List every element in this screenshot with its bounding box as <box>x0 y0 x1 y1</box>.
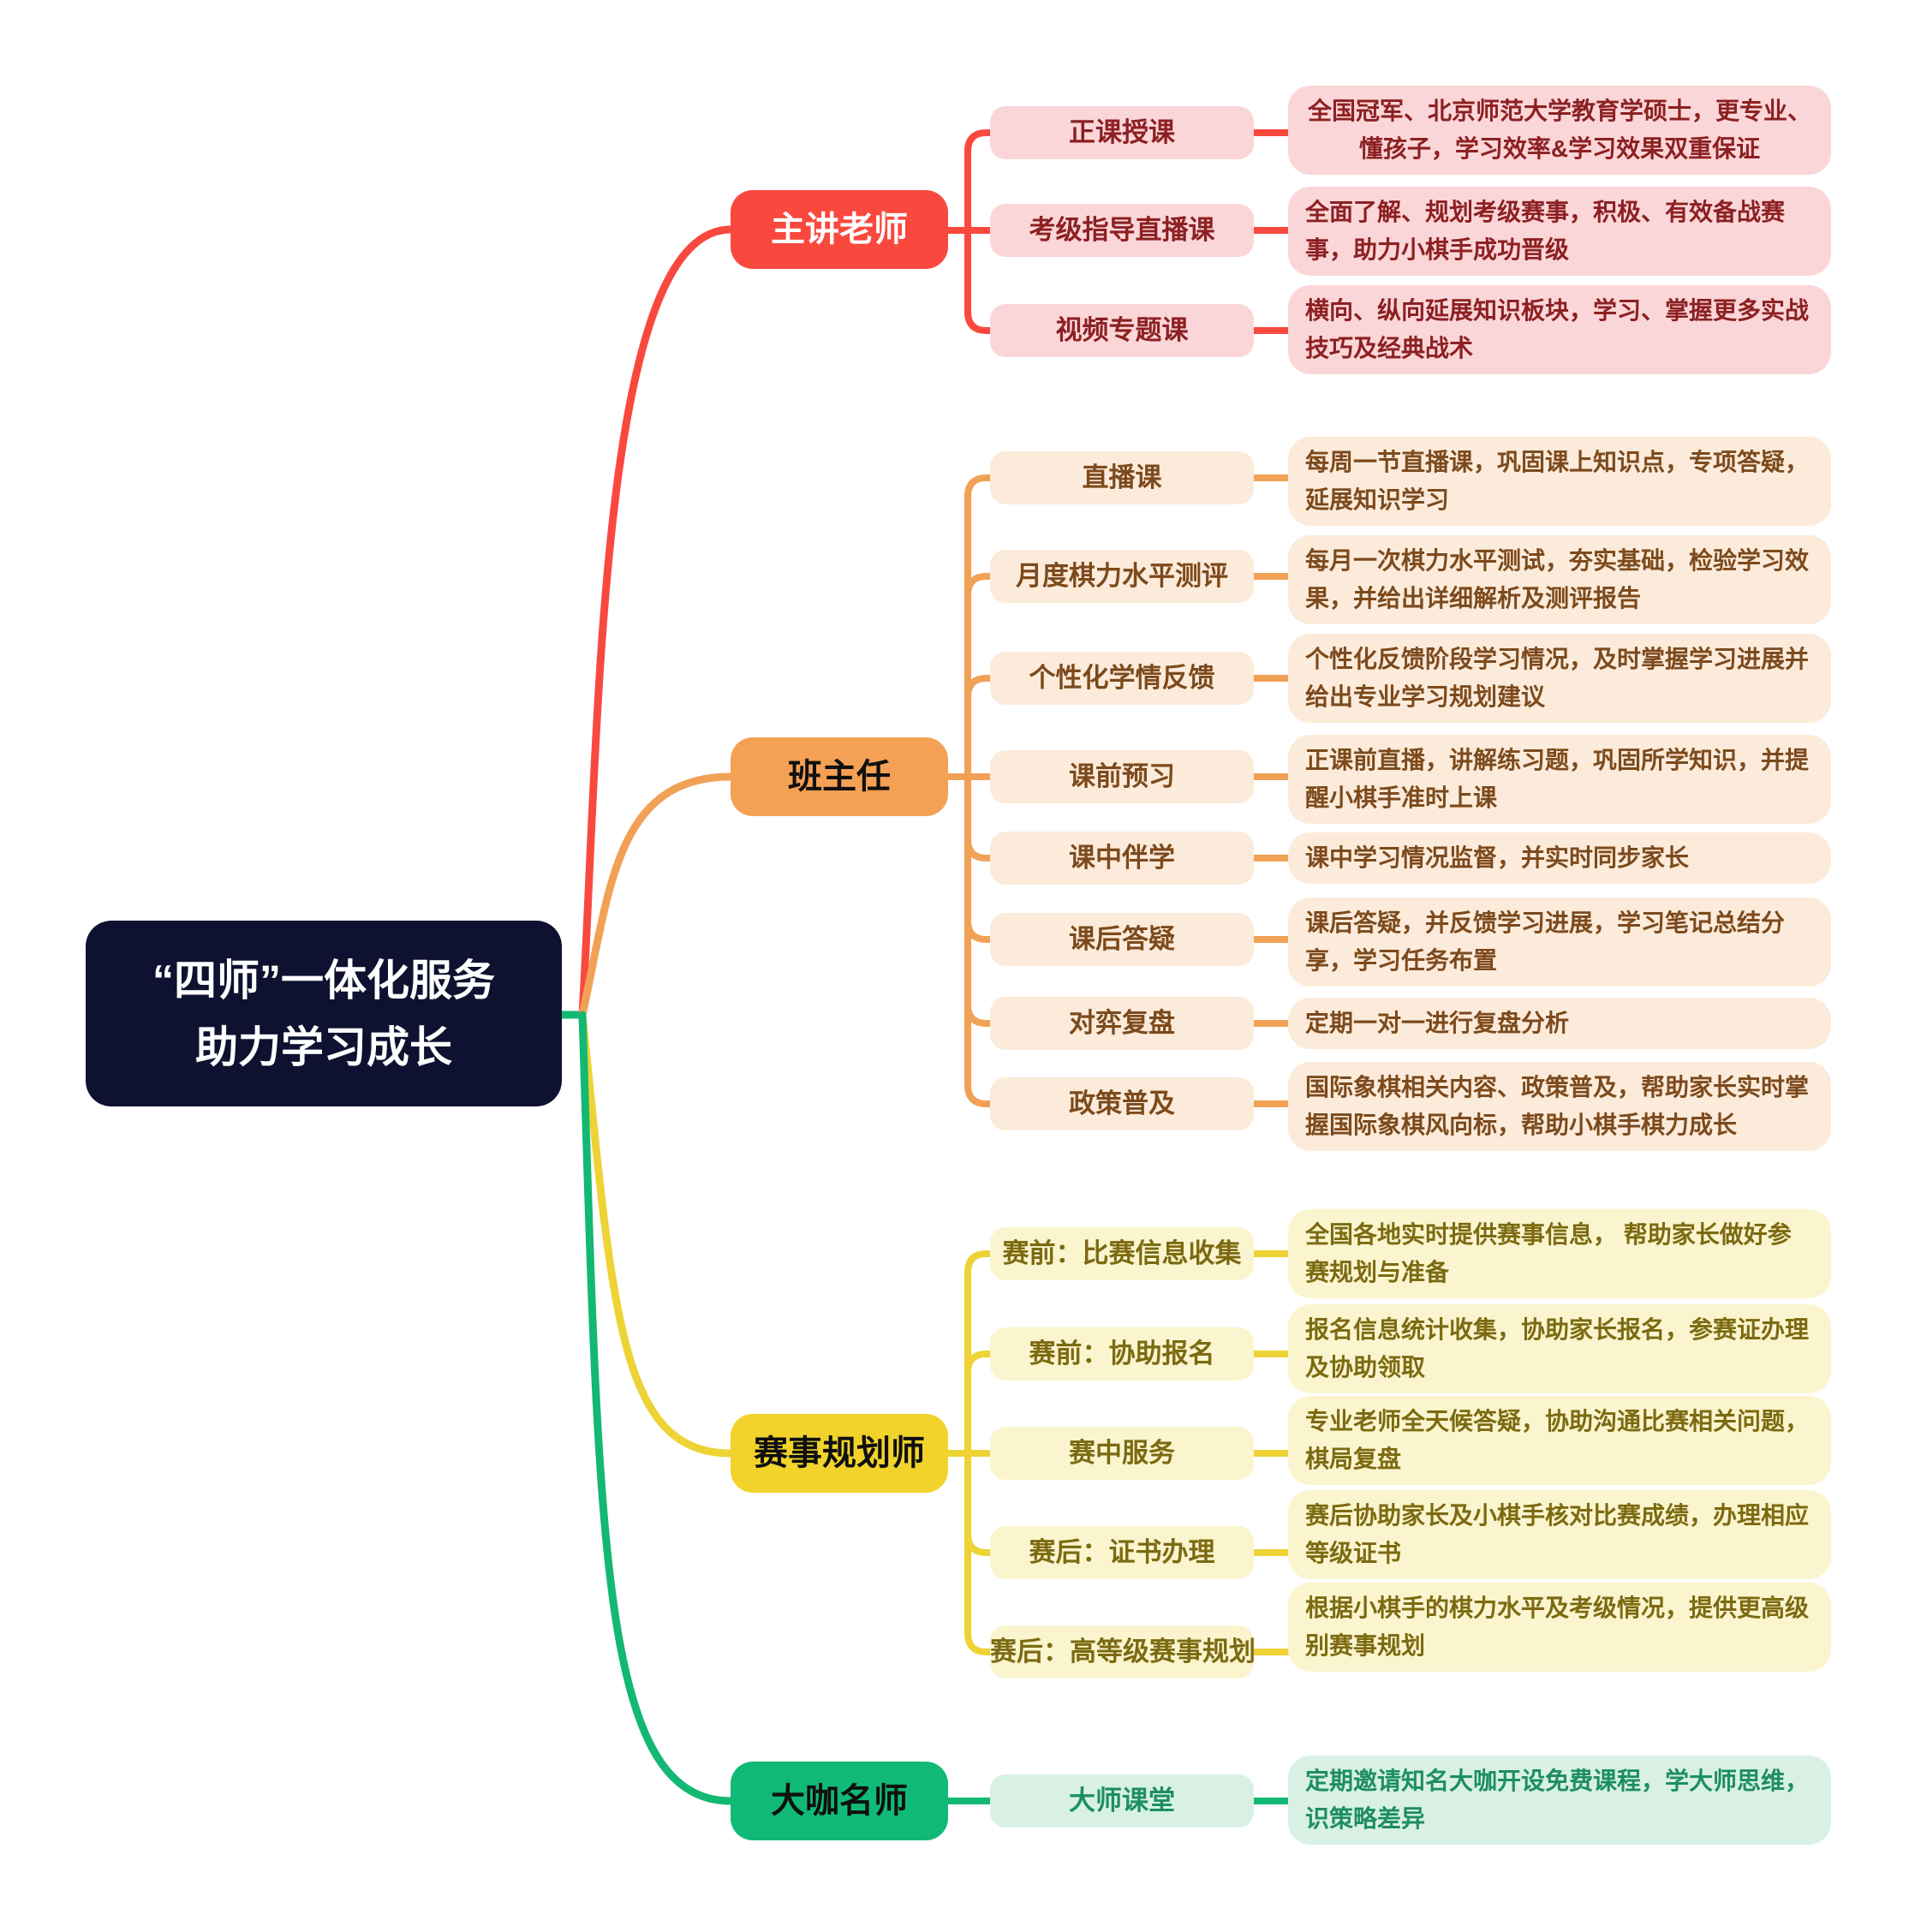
branch-node-lead-teacher[interactable]: 主讲老师 <box>731 190 948 269</box>
desc-node[interactable]: 个性化反馈阶段学习情况，及时掌握学习进展并给出专业学习规划建议 <box>1288 634 1831 723</box>
desc-text: 横向、纵向延展知识板块，学习、掌握更多实战技巧及经典战术 <box>1305 297 1810 361</box>
desc-node[interactable]: 每月一次棋力水平测试，夯实基础，检验学习效果，并给出详细解析及测评报告 <box>1288 535 1831 624</box>
desc-node[interactable]: 课中学习情况监督，并实时同步家长 <box>1288 832 1831 884</box>
desc-text: 全面了解、规划考级赛事，积极、有效备战赛事，助力小棋手成功晋级 <box>1305 199 1786 263</box>
sub-node[interactable]: 课中伴学 <box>990 832 1254 885</box>
branch-node-master-teacher[interactable]: 大咖名师 <box>731 1762 948 1840</box>
connector-root-branch4 <box>578 1011 735 1805</box>
desc-node[interactable]: 正课前直播，讲解练习题，巩固所学知识，并提醒小棋手准时上课 <box>1288 735 1831 824</box>
root-title-line1: “四师”一体化服务 <box>152 956 495 1005</box>
desc-node[interactable]: 赛后协助家长及小棋手核对比赛成绩，办理相应等级证书 <box>1288 1490 1831 1579</box>
desc-text: 定期一对一进行复盘分析 <box>1305 1010 1570 1036</box>
desc-text: 报名信息统计收集，协助家长报名，参赛证办理及协助领取 <box>1305 1316 1810 1380</box>
desc-text: 课后答疑，并反馈学习进展，学习笔记总结分享，学习任务布置 <box>1305 909 1786 974</box>
branch-node-event-planner[interactable]: 赛事规划师 <box>731 1414 948 1493</box>
sub-node[interactable]: 赛后：证书办理 <box>990 1526 1254 1579</box>
desc-text: 定期邀请知名大咖开设免费课程，学大师思维，识策略差异 <box>1305 1768 1810 1832</box>
desc-node[interactable]: 每周一节直播课，巩固课上知识点，专项答疑，延展知识学习 <box>1288 437 1831 526</box>
desc-text: 个性化反馈阶段学习情况，及时掌握学习进展并给出专业学习规划建议 <box>1305 646 1810 710</box>
sub-node[interactable]: 赛前：协助报名 <box>990 1327 1254 1380</box>
desc-node[interactable]: 全国各地实时提供赛事信息， 帮助家长做好参赛规划与准备 <box>1288 1209 1831 1298</box>
sub-node[interactable]: 视频专题课 <box>990 304 1254 357</box>
sub-node[interactable]: 月度棋力水平测评 <box>990 550 1254 603</box>
desc-node[interactable]: 根据小棋手的棋力水平及考级情况，提供更高级别赛事规划 <box>1288 1583 1831 1672</box>
sub-node[interactable]: 课前预习 <box>990 750 1254 803</box>
root-node[interactable]: “四师”一体化服务 助力学习成长 <box>86 921 562 1106</box>
desc-node[interactable]: 课后答疑，并反馈学习进展，学习笔记总结分享，学习任务布置 <box>1288 897 1831 987</box>
desc-text: 赛后协助家长及小棋手核对比赛成绩，办理相应等级证书 <box>1305 1502 1810 1566</box>
sub-node[interactable]: 考级指导直播课 <box>990 204 1254 257</box>
connector-root-branch3 <box>578 1011 735 1458</box>
sub-node[interactable]: 赛前：比赛信息收集 <box>990 1227 1254 1280</box>
desc-node[interactable]: 专业老师全天候答疑，协助沟通比赛相关问题，棋局复盘 <box>1288 1396 1831 1485</box>
sub-node[interactable]: 大师课堂 <box>990 1774 1254 1828</box>
desc-node[interactable]: 定期邀请知名大咖开设免费课程，学大师思维，识策略差异 <box>1288 1756 1831 1845</box>
desc-text: 全国各地实时提供赛事信息， 帮助家长做好参赛规划与准备 <box>1305 1221 1792 1285</box>
root-title-line2: 助力学习成长 <box>195 1023 452 1071</box>
sub-node[interactable]: 对弈复盘 <box>990 997 1254 1050</box>
connector-root-branch2 <box>578 772 735 1019</box>
desc-text: 根据小棋手的棋力水平及考级情况，提供更高级别赛事规划 <box>1305 1595 1810 1659</box>
sub-node[interactable]: 赛中服务 <box>990 1427 1254 1480</box>
desc-node[interactable]: 横向、纵向延展知识板块，学习、掌握更多实战技巧及经典战术 <box>1288 285 1831 374</box>
desc-text: 全国冠军、北京师范大学教育学硕士，更专业、懂孩子，学习效率&学习效果双重保证 <box>1307 98 1811 162</box>
desc-node[interactable]: 全国冠军、北京师范大学教育学硕士，更专业、懂孩子，学习效率&学习效果双重保证 <box>1288 86 1831 175</box>
desc-text: 正课前直播，讲解练习题，巩固所学知识，并提醒小棋手准时上课 <box>1305 747 1810 811</box>
sub-node[interactable]: 课后答疑 <box>990 913 1254 966</box>
sub-node[interactable]: 正课授课 <box>990 106 1254 159</box>
desc-node[interactable]: 定期一对一进行复盘分析 <box>1288 998 1831 1049</box>
sub-node[interactable]: 个性化学情反馈 <box>990 652 1254 705</box>
branch-node-head-teacher[interactable]: 班主任 <box>731 737 948 816</box>
sub-node[interactable]: 政策普及 <box>990 1077 1254 1130</box>
desc-text: 每周一节直播课，巩固课上知识点，专项答疑，延展知识学习 <box>1305 449 1810 513</box>
desc-text: 国际象棋相关内容、政策普及，帮助家长实时掌握国际象棋风向标，帮助小棋手棋力成长 <box>1305 1074 1810 1138</box>
desc-node[interactable]: 国际象棋相关内容、政策普及，帮助家长实时掌握国际象棋风向标，帮助小棋手棋力成长 <box>1288 1062 1831 1151</box>
connector-root-branch1 <box>578 225 735 1019</box>
sub-node[interactable]: 直播课 <box>990 451 1254 504</box>
desc-node[interactable]: 全面了解、规划考级赛事，积极、有效备战赛事，助力小棋手成功晋级 <box>1288 187 1831 276</box>
sub-node[interactable]: 赛后：高等级赛事规划 <box>990 1625 1256 1679</box>
desc-node[interactable]: 报名信息统计收集，协助家长报名，参赛证办理及协助领取 <box>1288 1304 1831 1393</box>
desc-text: 课中学习情况监督，并实时同步家长 <box>1305 844 1690 871</box>
desc-text: 专业老师全天候答疑，协助沟通比赛相关问题，棋局复盘 <box>1305 1408 1810 1472</box>
desc-text: 每月一次棋力水平测试，夯实基础，检验学习效果，并给出详细解析及测评报告 <box>1305 547 1810 611</box>
